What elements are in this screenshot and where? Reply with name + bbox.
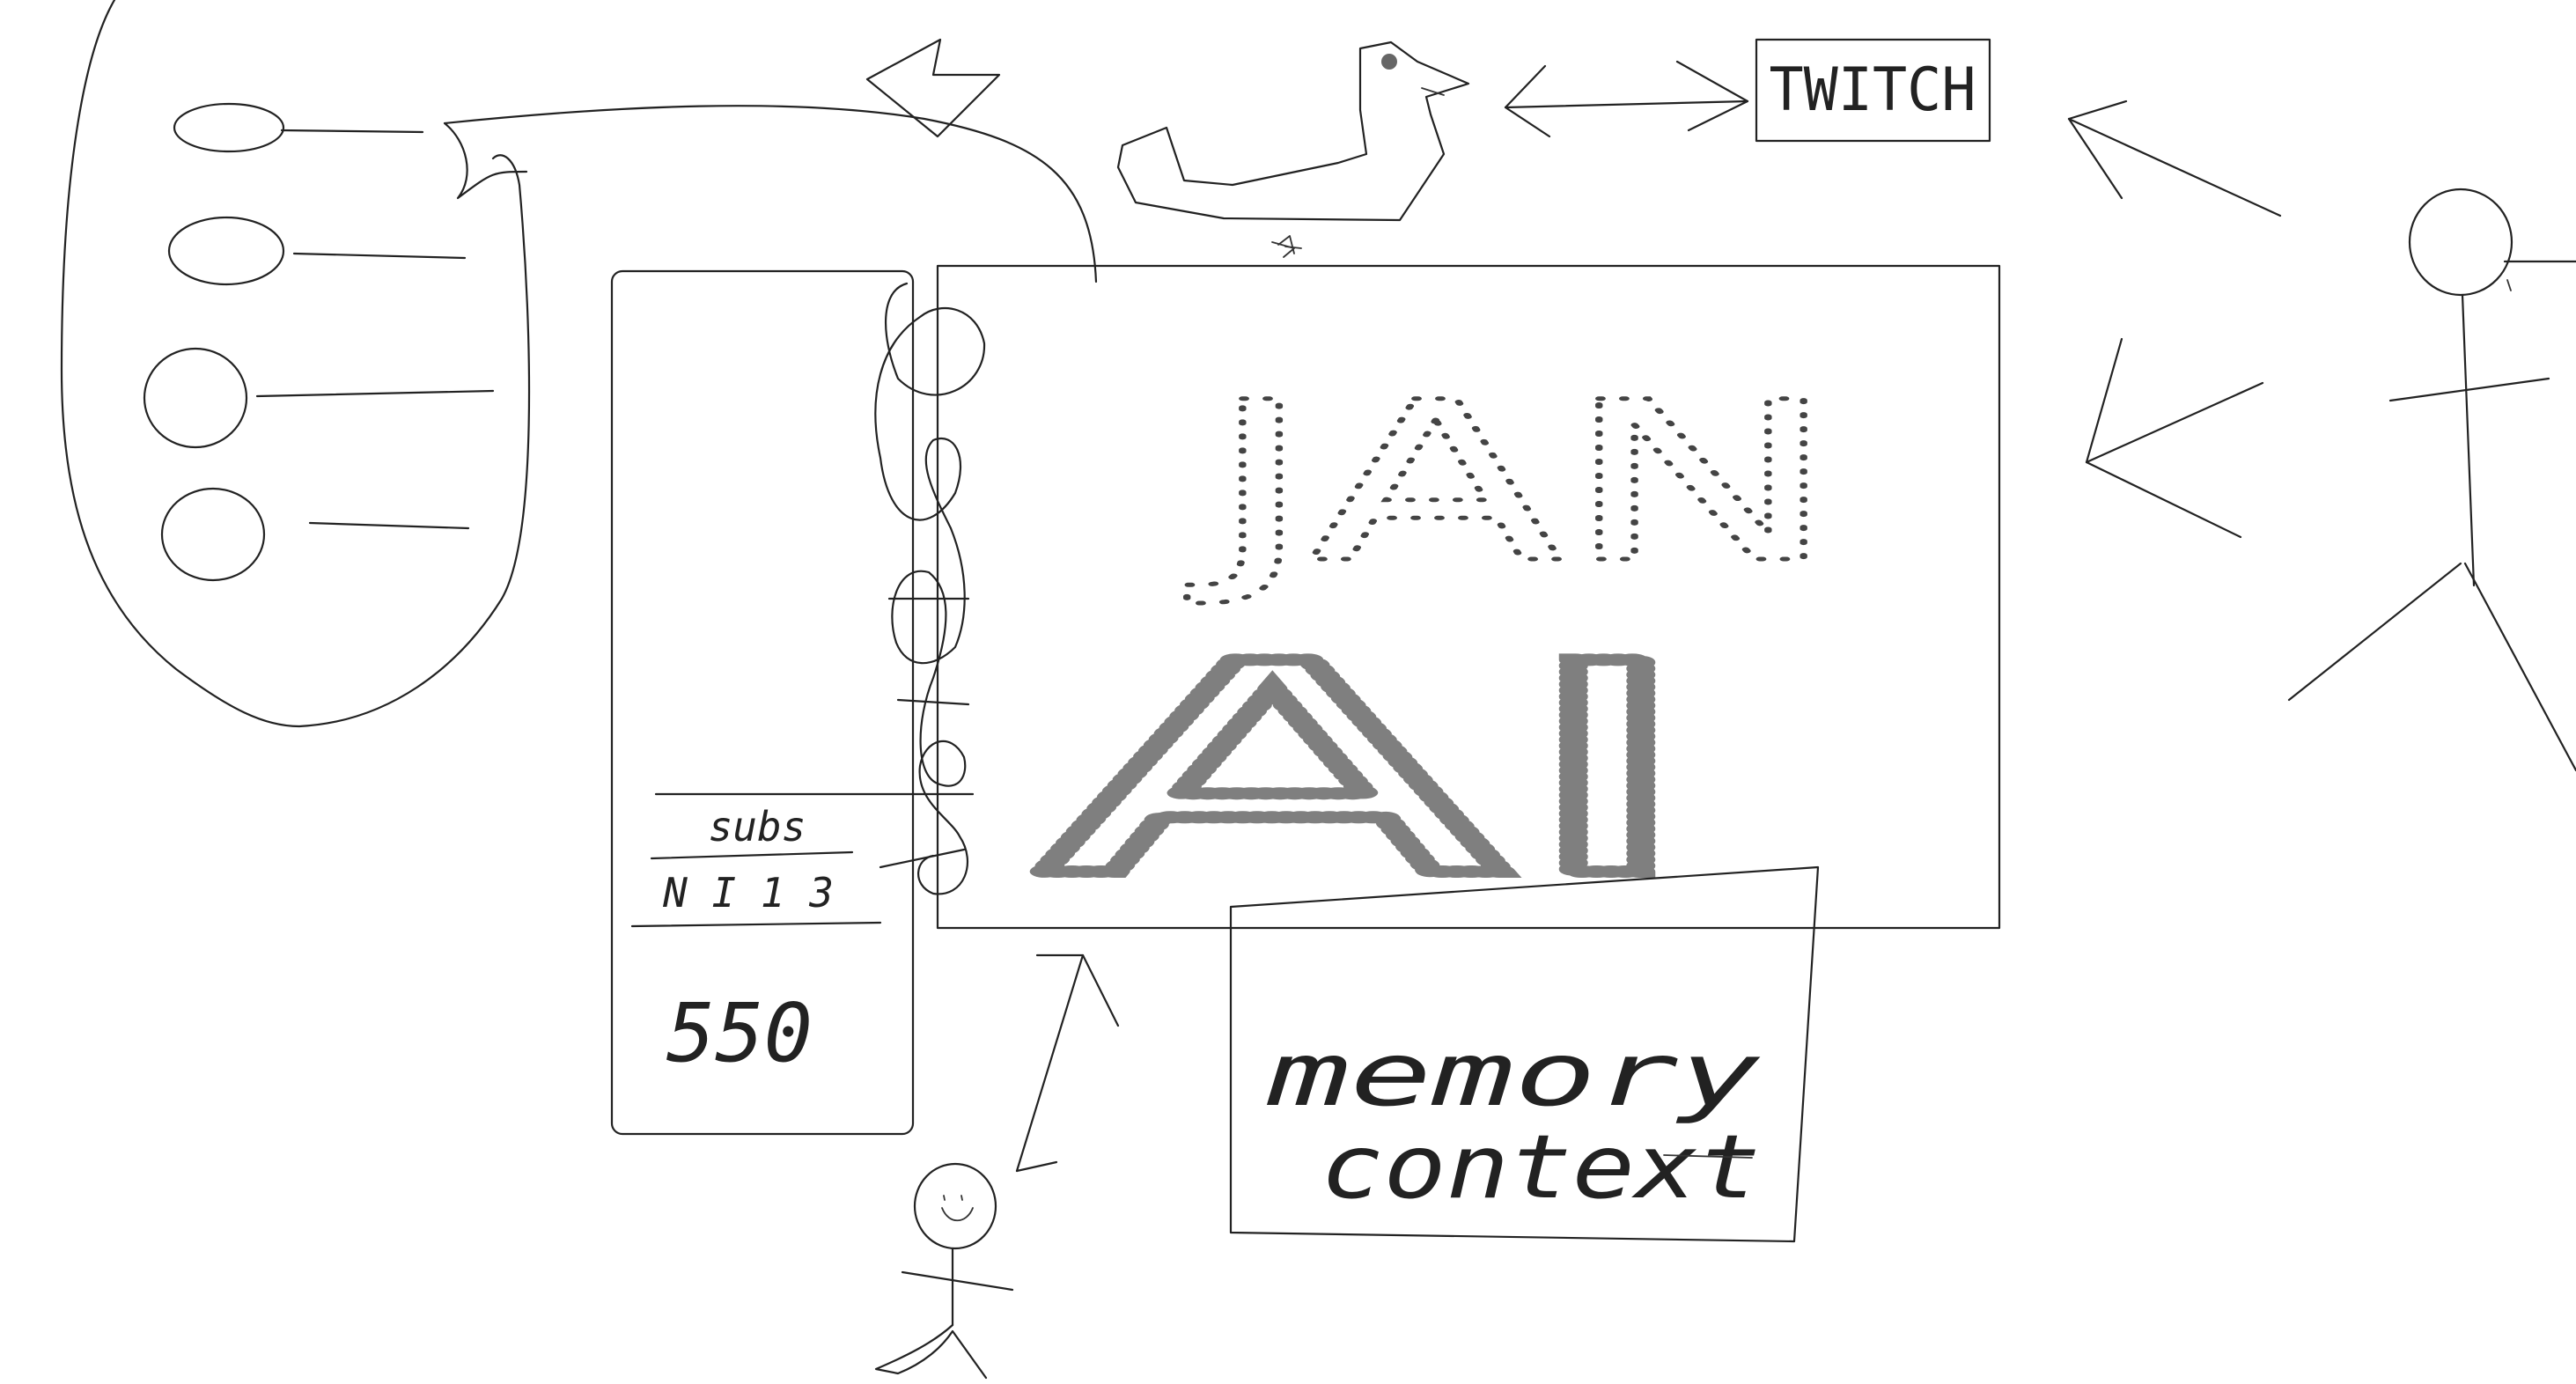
left-panel-frame [610,269,915,1136]
panel-divider-3 [630,921,882,928]
memory-label: memory [1266,1023,1761,1126]
screen-top-mark [1271,241,1295,258]
panel-divider-2 [650,850,854,860]
duck-twitch-double-arrow [1504,60,1749,138]
left-blob-outline [60,0,531,728]
memory-box-frame [1229,865,1820,1243]
duck-drawing [1116,40,1470,254]
stick-figure-bottom [874,1162,1014,1380]
duck-beak-line [1421,87,1445,96]
left-panel: subs N I 1 3 550 [610,269,975,1136]
main-screen: JAN AI [936,241,2001,946]
stick-figure-bottom-head [913,1162,997,1250]
list-bullet-1 [173,102,285,153]
jan-label: JAN [1187,355,1840,611]
list-bullet-2 [167,216,285,286]
right-figure-arrows [2067,99,2282,539]
panel-sub-line2: N I 1 3 [662,869,834,917]
list-line-3 [255,389,495,398]
twitch-label: TWITCH [1770,55,1976,125]
duck-outline [1116,40,1470,222]
blob-to-screen-connector [443,105,1098,283]
memory-context-box: memory context [1229,865,1820,1243]
list-bullet-4 [160,487,266,582]
twitch-box-frame [1755,38,1991,143]
list-line-4 [308,521,470,530]
stick-figure-right [2287,188,2576,772]
ai-label: AI [1039,602,1708,940]
chain-loops [874,282,986,895]
list-line-2 [292,252,467,260]
figure-screen-double-arrow [1015,953,1120,1173]
duck-eye-icon [1381,54,1397,70]
left-blob-list [60,0,531,728]
context-label: context [1321,1115,1761,1218]
list-line-1 [280,129,424,134]
panel-number: 550 [666,986,813,1080]
zigzag-arrow-icon [865,38,1001,138]
main-screen-frame [936,264,2001,930]
twitch-box: TWITCH [1755,38,1991,143]
chain-outline [874,282,986,895]
list-bullet-3 [143,347,248,449]
stick-figure-right-head [2408,188,2513,297]
panel-sub-line1: subs [709,803,806,850]
